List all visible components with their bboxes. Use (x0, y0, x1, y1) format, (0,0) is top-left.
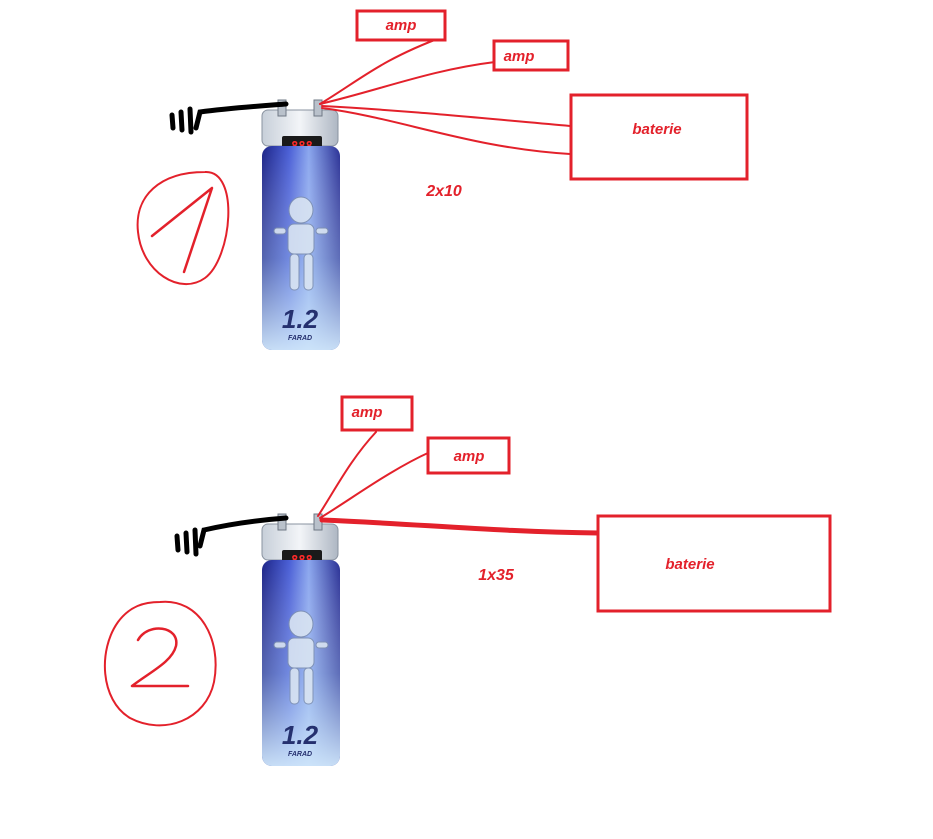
amp-box-1b (492, 39, 570, 72)
ground-wire-2 (197, 515, 289, 549)
diagram-1: 888 1.2 FARAD (136, 9, 749, 350)
capacitor-2-unit: FARAD (288, 751, 312, 758)
amp-label-2b: amp (454, 448, 485, 465)
amp-label-1b: amp (504, 48, 535, 65)
capacitor-2: 888 1.2 FARAD (261, 513, 340, 766)
red-wires-2 (317, 431, 601, 536)
capacitor-1-capacity: 1.2 (282, 304, 319, 334)
number-mark-2: 2 (103, 600, 217, 727)
battery-box-1 (569, 93, 749, 181)
capacitor-1: 888 1.2 FARAD (261, 99, 340, 350)
number-mark-1: 1 (136, 170, 230, 285)
diagram-2: 888 1.2 FARAD amp (103, 395, 832, 766)
amp-box-1a (355, 9, 447, 42)
battery-label-2: baterie (665, 556, 714, 573)
ground-symbol-1 (169, 106, 194, 135)
battery-box-2 (596, 514, 832, 613)
amp-label-2a: amp (352, 404, 383, 421)
capacitor-2-capacity: 1.2 (282, 720, 319, 750)
capacitor-1-unit: FARAD (288, 335, 312, 342)
ground-wire-1 (193, 101, 289, 131)
battery-label-1: baterie (632, 121, 681, 138)
amp-box-2b (426, 436, 511, 475)
robot-graphic (273, 610, 329, 705)
ground-symbol-2 (174, 527, 199, 557)
robot-graphic (273, 196, 329, 291)
amp-label-1a: amp (386, 17, 417, 34)
red-wires-1 (319, 35, 571, 155)
cable-note-2: 1x35 (478, 567, 515, 584)
amp-box-2a (340, 395, 414, 432)
cable-note-1: 2x10 (425, 183, 462, 200)
